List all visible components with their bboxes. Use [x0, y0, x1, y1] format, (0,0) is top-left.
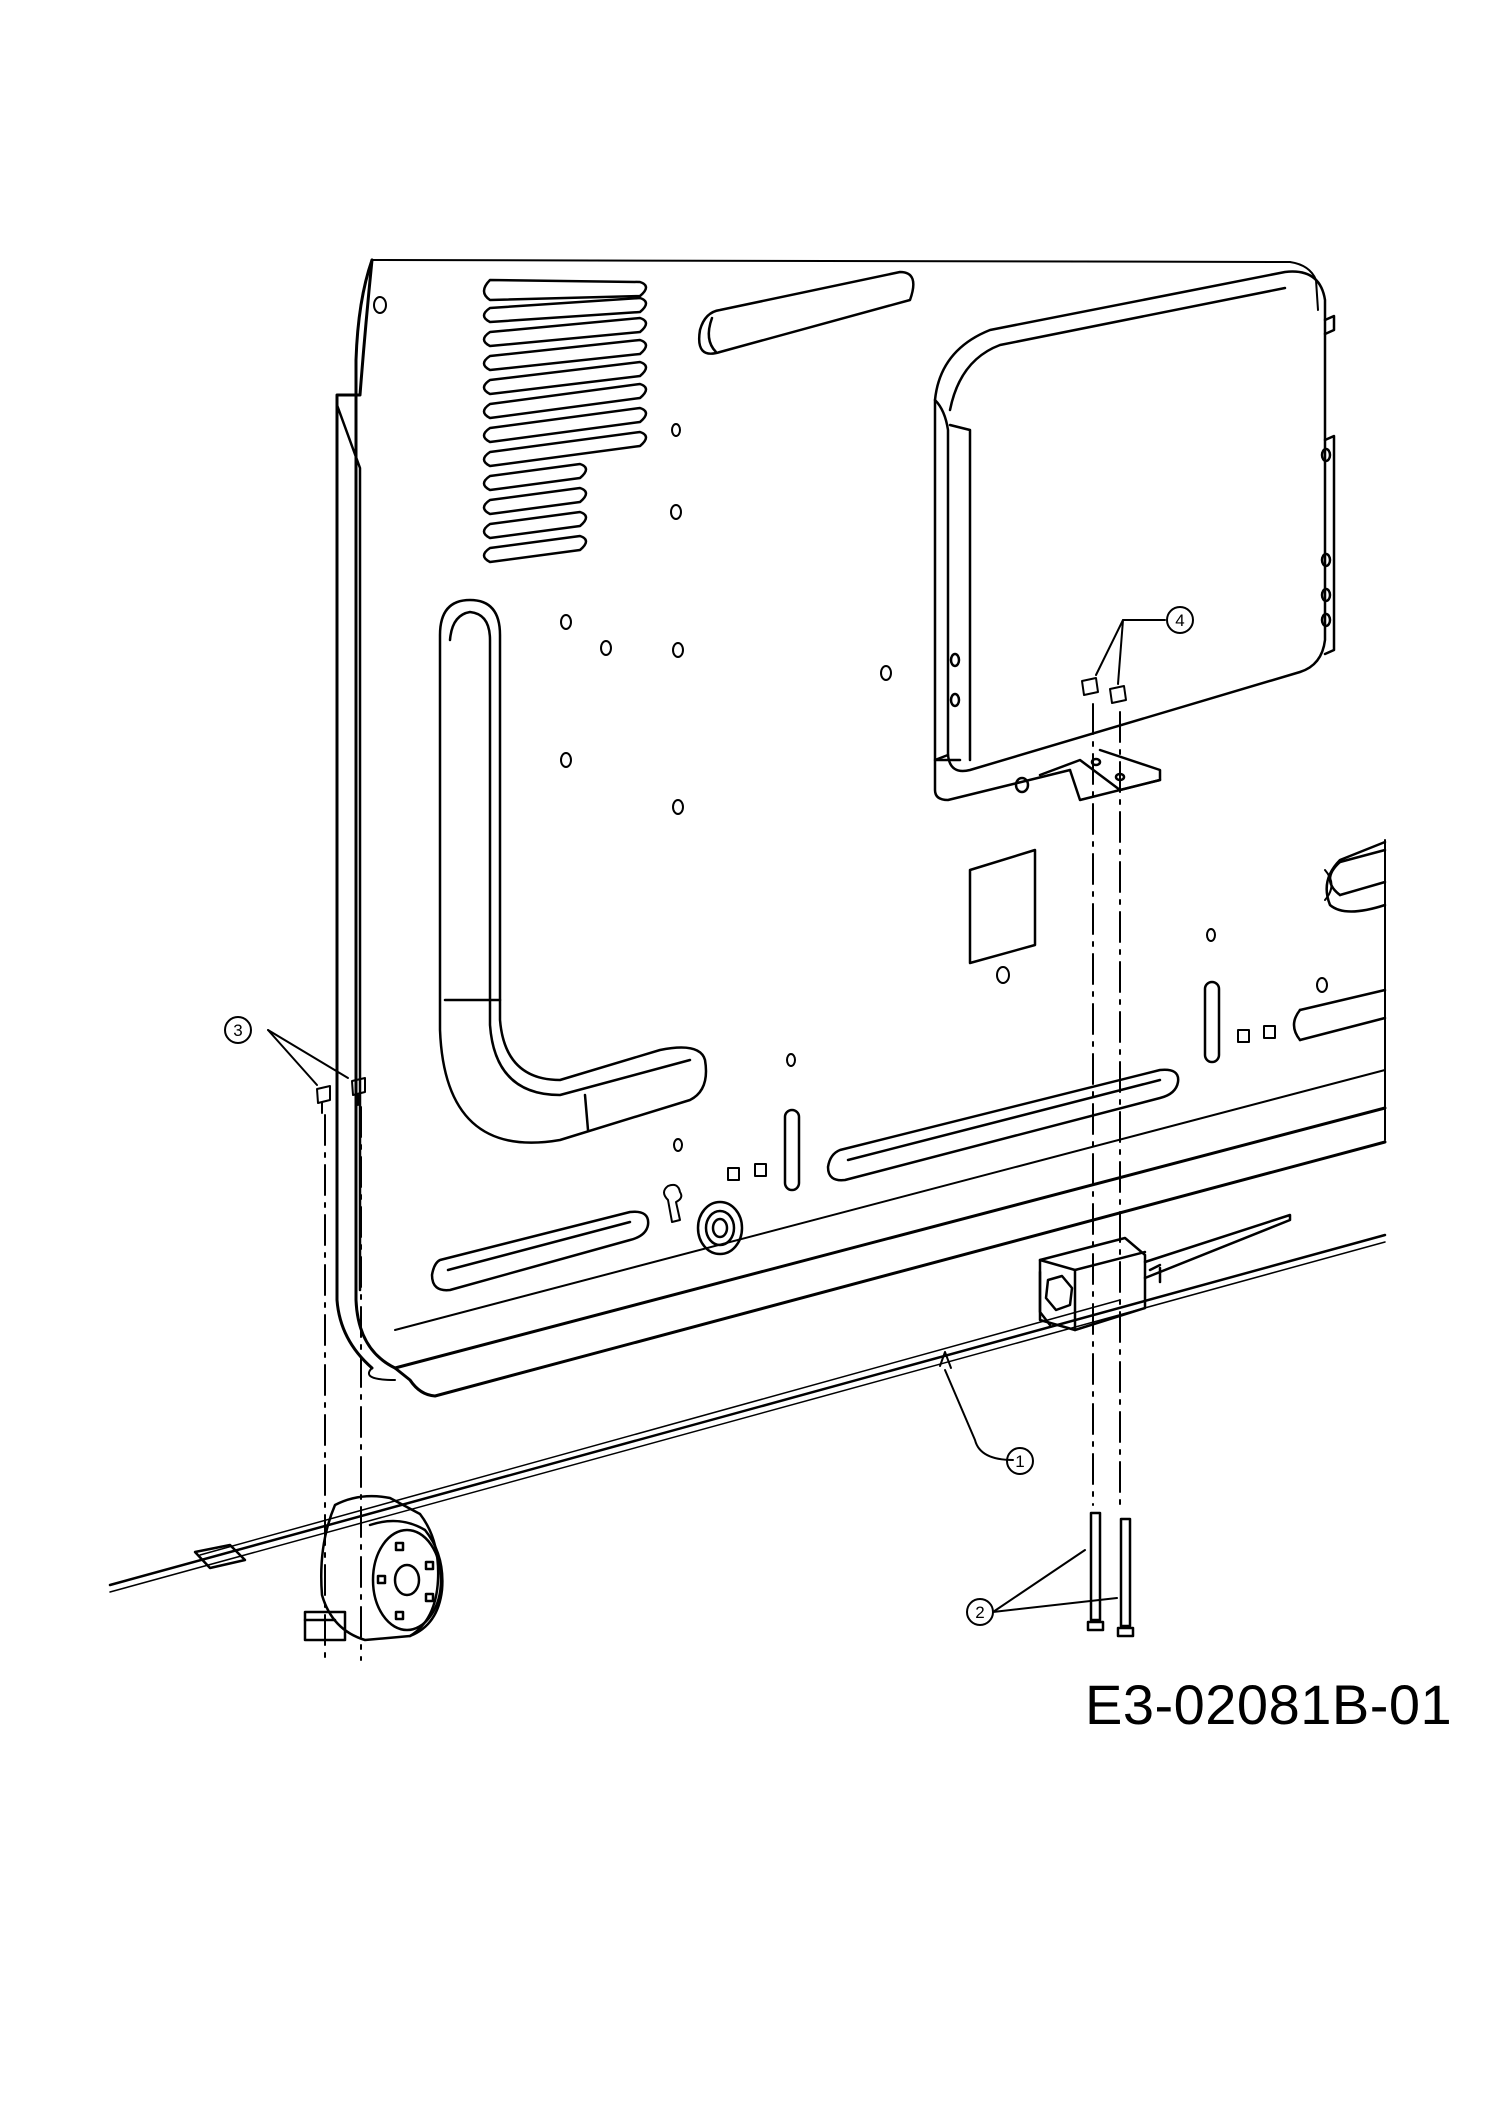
grommet	[696, 1200, 744, 1256]
callout-3: 3	[224, 1016, 252, 1044]
vertical-slots	[783, 980, 1221, 1192]
callout-2: 2	[966, 1598, 994, 1626]
label-plate	[968, 848, 1037, 965]
svg-text:1: 1	[1015, 1452, 1024, 1471]
callout-leaders	[267, 619, 1166, 1613]
back-panel	[335, 258, 1387, 1398]
rod-assembly	[108, 1233, 1387, 1593]
assembly-dashed-lines	[324, 703, 1121, 1661]
mounting-holes	[373, 296, 1328, 1152]
square-holes	[727, 1025, 1276, 1181]
louvre-vents	[482, 278, 648, 564]
nuts-item-4	[1081, 677, 1127, 704]
cover-bracket	[933, 270, 1336, 802]
keyhole-slot	[663, 1183, 683, 1223]
callout-1: 1	[1006, 1447, 1034, 1475]
terminal-block	[1038, 1213, 1292, 1332]
callout-4: 4	[1166, 606, 1194, 634]
svg-text:2: 2	[975, 1603, 984, 1622]
lower-slots	[430, 848, 1387, 1292]
svg-text:3: 3	[233, 1021, 242, 1040]
bolts-item-2	[1086, 1511, 1135, 1638]
svg-text:4: 4	[1175, 611, 1184, 630]
right-edge-rib	[1325, 840, 1387, 913]
pulley-wheel	[303, 1494, 444, 1642]
screws-item-3	[316, 1077, 366, 1114]
upper-rib	[697, 270, 915, 355]
l-shaped-rib	[438, 598, 708, 1144]
drawing-code: E3-02081B-01	[1085, 1673, 1453, 1736]
